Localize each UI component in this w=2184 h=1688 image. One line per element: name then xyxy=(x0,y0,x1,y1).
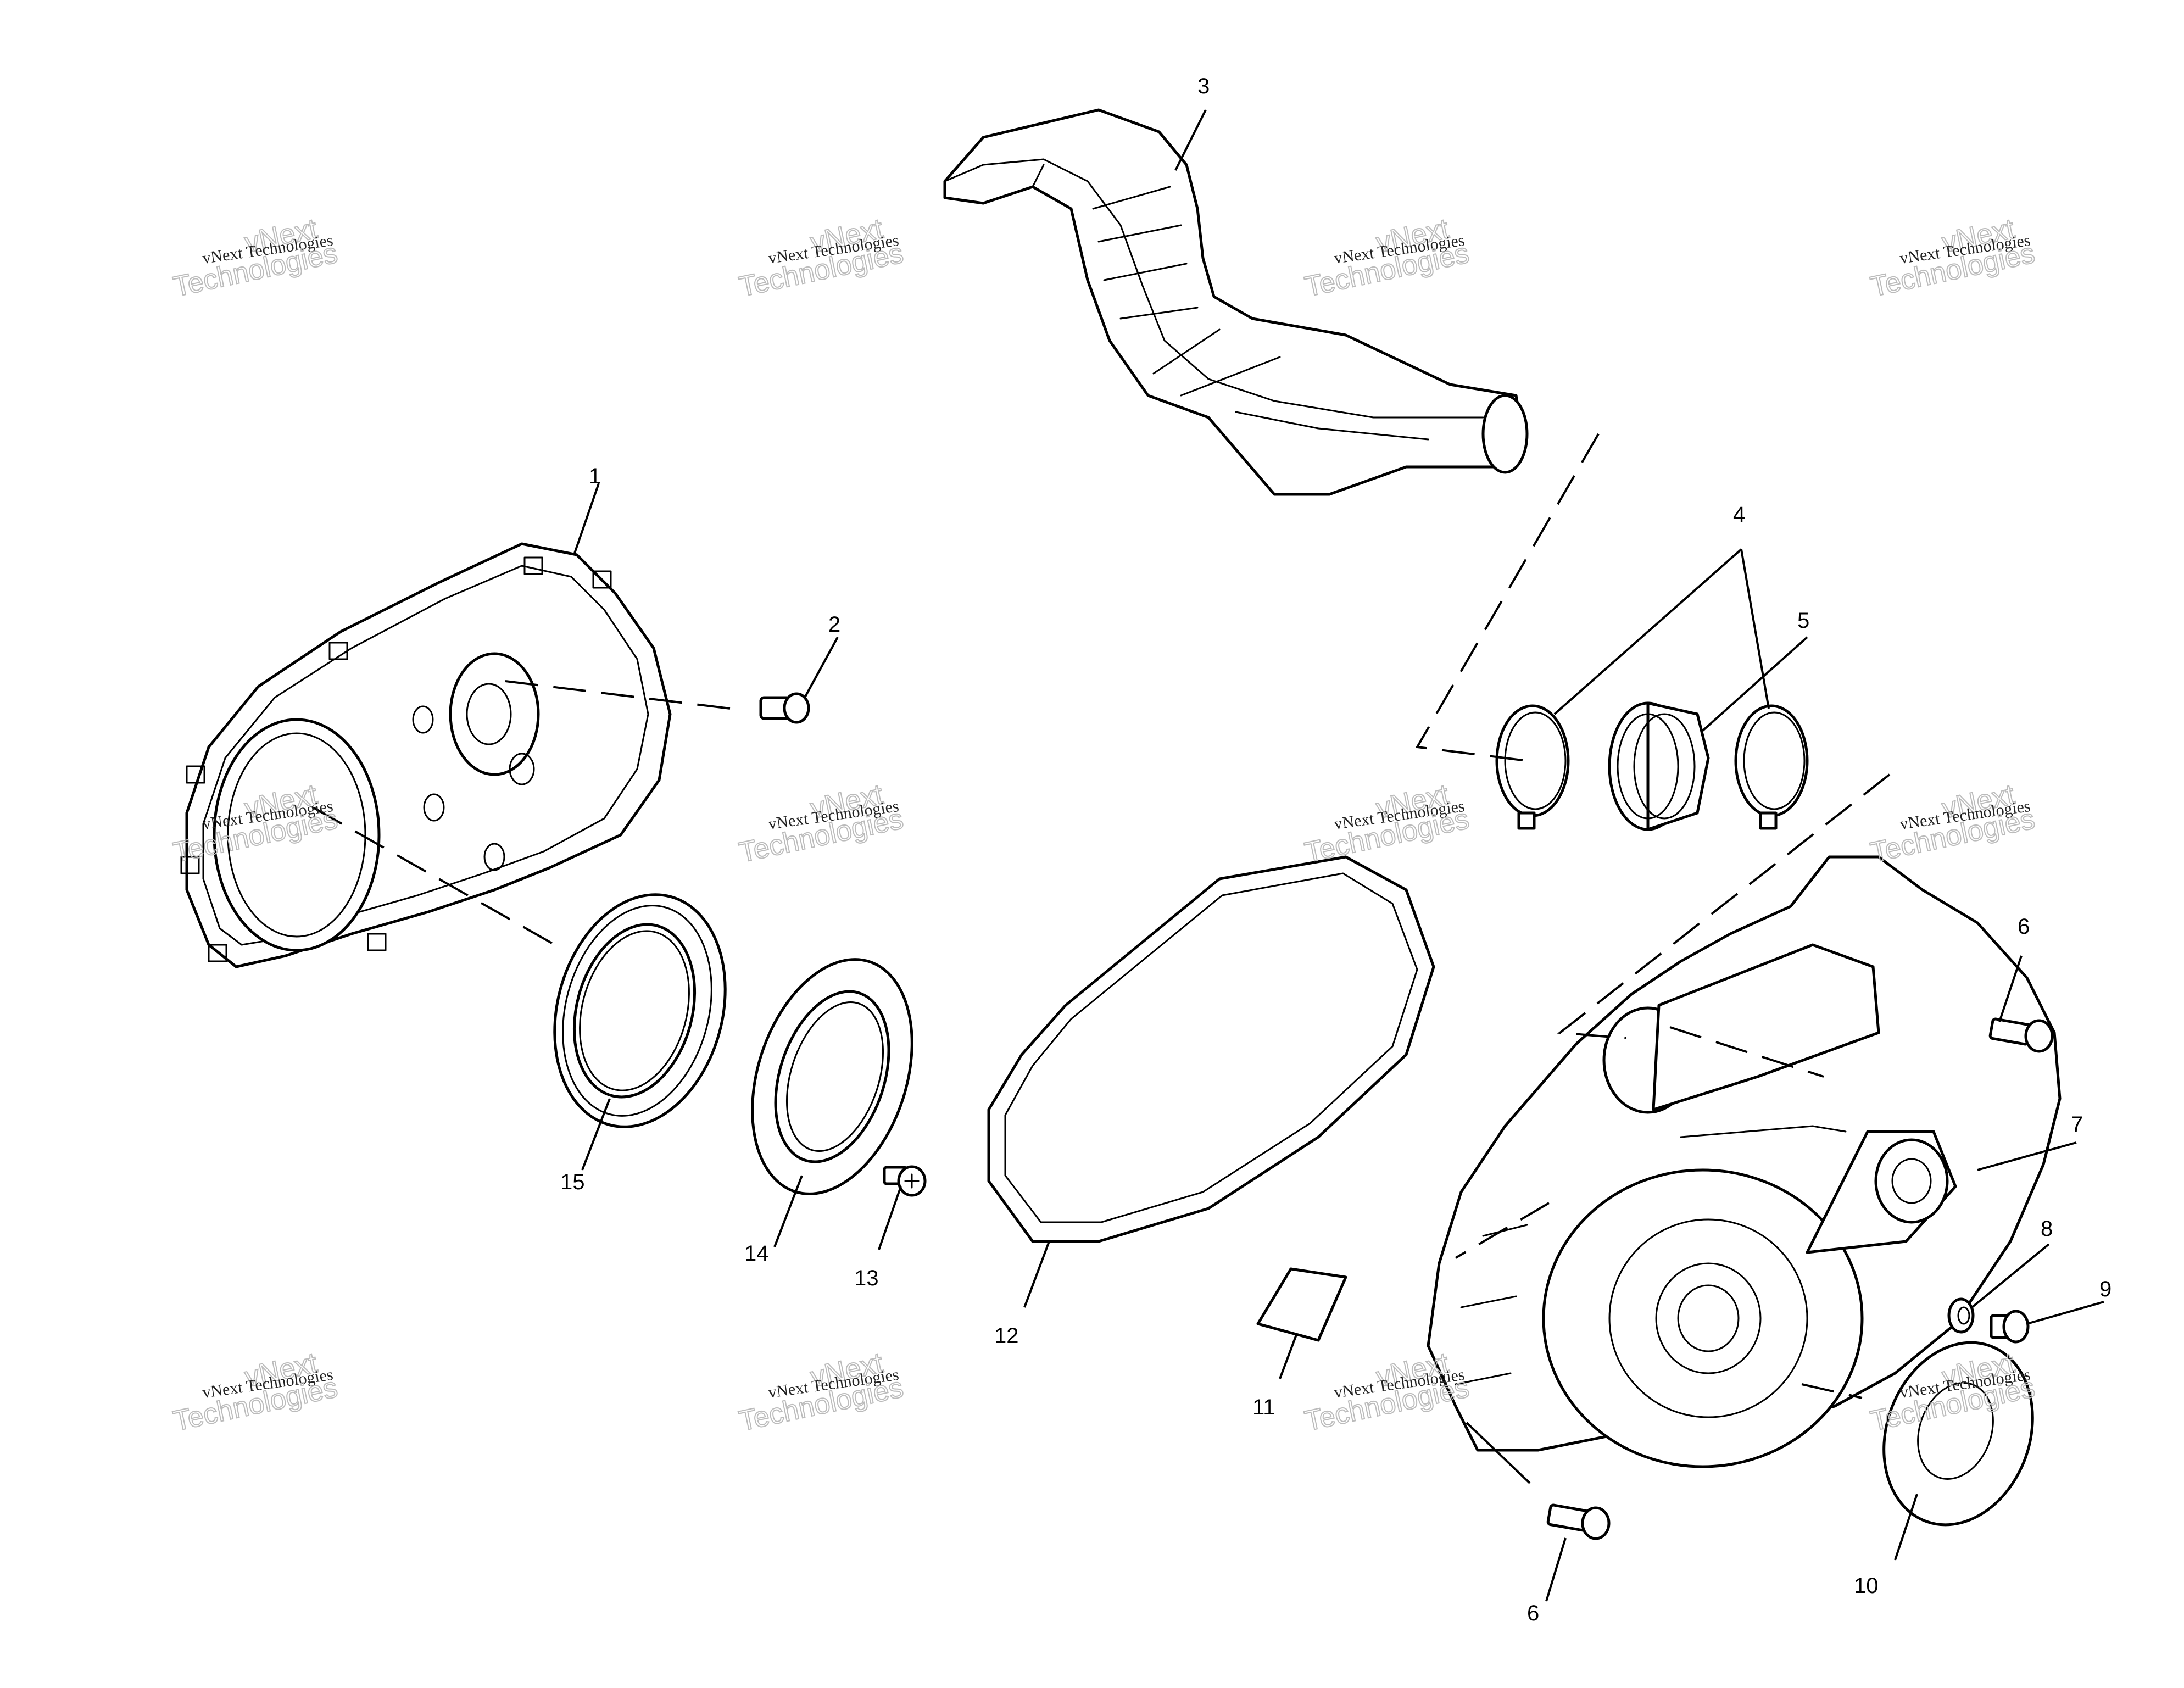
callout-8: 8 xyxy=(2041,1217,2053,1241)
decal-11 xyxy=(1256,1267,1347,1342)
callout-9: 9 xyxy=(2099,1277,2111,1301)
watermark: vNext vNext Technologies Technologies xyxy=(1301,212,1472,303)
outer-clutch-cover xyxy=(1427,855,2062,1468)
callout-13: 13 xyxy=(854,1266,879,1290)
callout-14: 14 xyxy=(744,1241,769,1266)
leader-lines xyxy=(573,109,2104,1602)
watermark: vNext vNext Technologies Technologies xyxy=(1301,778,1472,869)
bolt-6-lower xyxy=(1546,1503,1611,1540)
washer-8 xyxy=(1947,1297,1975,1334)
watermark: vNext vNext Technologies Technologies xyxy=(170,212,341,303)
callout-4: 4 xyxy=(1733,503,1745,527)
watermark: vNext vNext Technologies Technologies xyxy=(736,212,906,303)
clamp-4-left xyxy=(1495,704,1570,830)
drive-belt-12 xyxy=(987,855,1435,1243)
bolt-2 xyxy=(759,692,810,724)
watermark: vNext vNext Technologies Technologies xyxy=(1867,778,2038,869)
seal-15 xyxy=(553,893,727,1128)
callout-2: 2 xyxy=(828,612,840,637)
callout-6-upper: 6 xyxy=(2018,915,2030,939)
callout-5: 5 xyxy=(1797,609,1809,633)
watermark: vNext vNext Technologies Technologies xyxy=(170,1346,341,1438)
callout-7: 7 xyxy=(2071,1112,2083,1137)
gasket-10 xyxy=(1882,1341,2034,1527)
watermark: vNext vNext Technologies Technologies xyxy=(736,778,906,869)
callout-1: 1 xyxy=(589,464,601,488)
plate-14 xyxy=(751,958,913,1195)
boot-5 xyxy=(1608,701,1710,831)
watermark: vNext vNext Technologies Technologies xyxy=(1301,1346,1472,1438)
callout-12: 12 xyxy=(994,1324,1019,1348)
bolt-6-upper xyxy=(1988,1017,2054,1053)
inner-clutch-cover xyxy=(180,542,672,968)
nut-9 xyxy=(1990,1310,2030,1344)
callout-15: 15 xyxy=(560,1170,585,1194)
callout-6-lower: 6 xyxy=(1527,1601,1539,1625)
clamp-4-right xyxy=(1734,704,1809,830)
callout-labels: 1 2 3 4 5 6 7 8 9 10 11 12 13 14 15 6 xyxy=(560,74,2111,1625)
phantom-lines xyxy=(313,433,1891,1399)
callout-3: 3 xyxy=(1197,74,1210,98)
watermark: vNext vNext Technologies Technologies xyxy=(736,1346,906,1438)
watermark: vNext vNext Technologies Technologies xyxy=(1867,212,2038,303)
callout-11: 11 xyxy=(1252,1395,1275,1419)
intake-duct xyxy=(943,108,1529,496)
screw-13 xyxy=(883,1165,927,1197)
callout-10: 10 xyxy=(1854,1574,1879,1598)
